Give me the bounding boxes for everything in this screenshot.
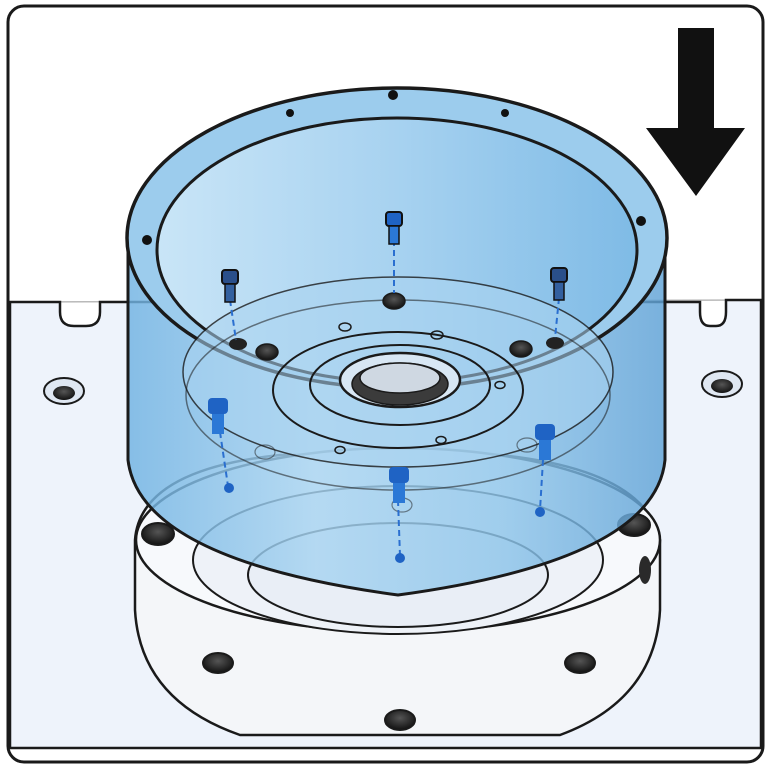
inner-bearing bbox=[185, 299, 611, 513]
plate-hole-right bbox=[701, 370, 743, 398]
screw-guide-lines bbox=[219, 240, 560, 557]
upper-bolt-holes bbox=[229, 292, 564, 361]
plate-hole-left bbox=[43, 377, 85, 405]
socket-head-screw-icon bbox=[221, 211, 568, 303]
socket-head-screw-icon bbox=[208, 398, 555, 563]
arrow-down-icon bbox=[646, 28, 745, 196]
flange-hole bbox=[141, 513, 651, 731]
blue-housing bbox=[125, 86, 669, 597]
